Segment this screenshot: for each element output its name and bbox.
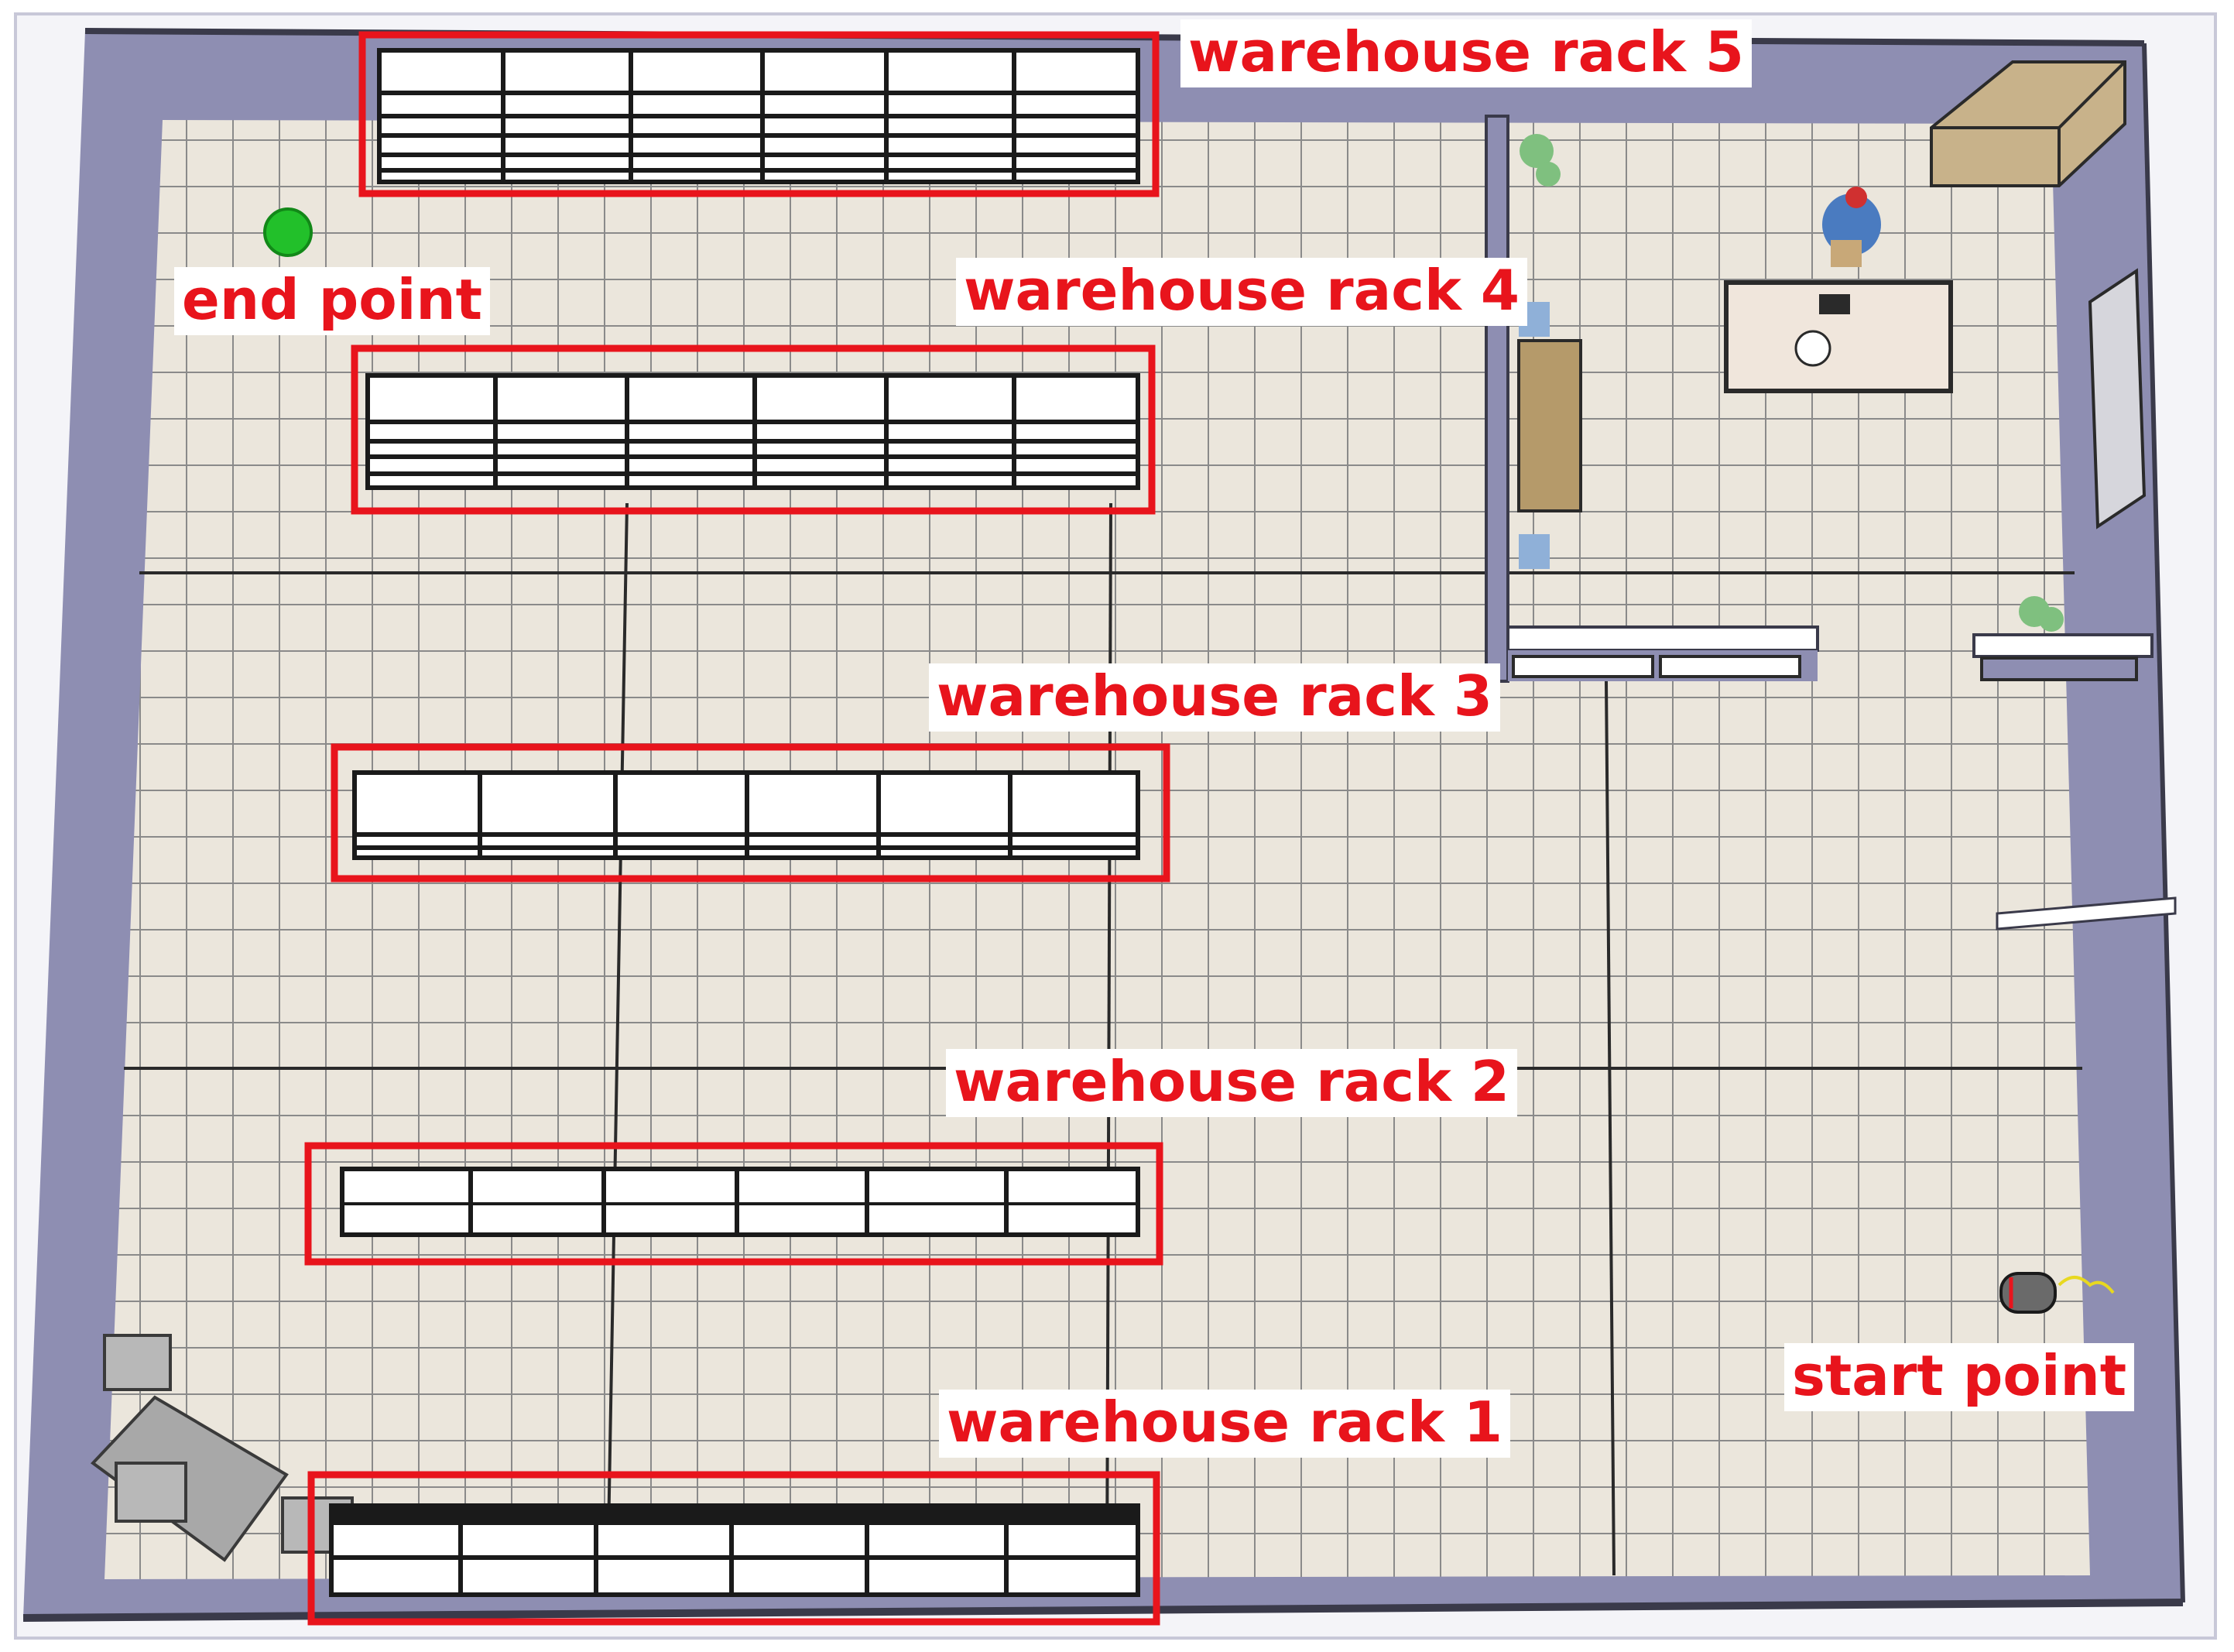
office-room [1485, 115, 2177, 931]
rack-2-highlight [304, 1142, 1163, 1266]
wall-bottom-edge [22, 1599, 2184, 1622]
office-door [2088, 268, 2147, 530]
end-point-marker [263, 207, 313, 257]
potted-plant-right [2019, 596, 2064, 632]
rack-3-highlight [331, 743, 1170, 883]
rack-5-highlight [358, 31, 1160, 197]
stacked-boxes [1930, 60, 2126, 187]
rack-4-label: warehouse rack 4 [956, 258, 1527, 326]
office-desk [1724, 280, 1953, 393]
rack-4-shelves [365, 373, 1140, 490]
robot-icon [1999, 1272, 2115, 1314]
start-point-label: start point [1784, 1343, 2135, 1411]
rack-1-label: warehouse rack 1 [939, 1390, 1510, 1458]
bottom-left-table [90, 1334, 354, 1562]
rack-1-highlight [307, 1471, 1160, 1626]
rack-3-label: warehouse rack 3 [929, 663, 1500, 732]
rack-4-highlight [351, 344, 1156, 515]
potted-plant-top [1520, 134, 1561, 187]
office-cabinet [1517, 302, 1582, 569]
rack-5-label: warehouse rack 5 [1180, 19, 1752, 87]
wall-right-edge [2142, 43, 2185, 1603]
rack-3-shelves [352, 770, 1140, 860]
end-point-label: end point [174, 267, 491, 335]
rack-1-shelves [329, 1503, 1140, 1597]
rack-2-shelves [340, 1167, 1140, 1237]
office-person [1822, 187, 1881, 267]
rack-2-label: warehouse rack 2 [946, 1049, 1517, 1117]
rack-5-shelves [377, 48, 1140, 184]
rack-highlight-boxes [304, 31, 1170, 1626]
